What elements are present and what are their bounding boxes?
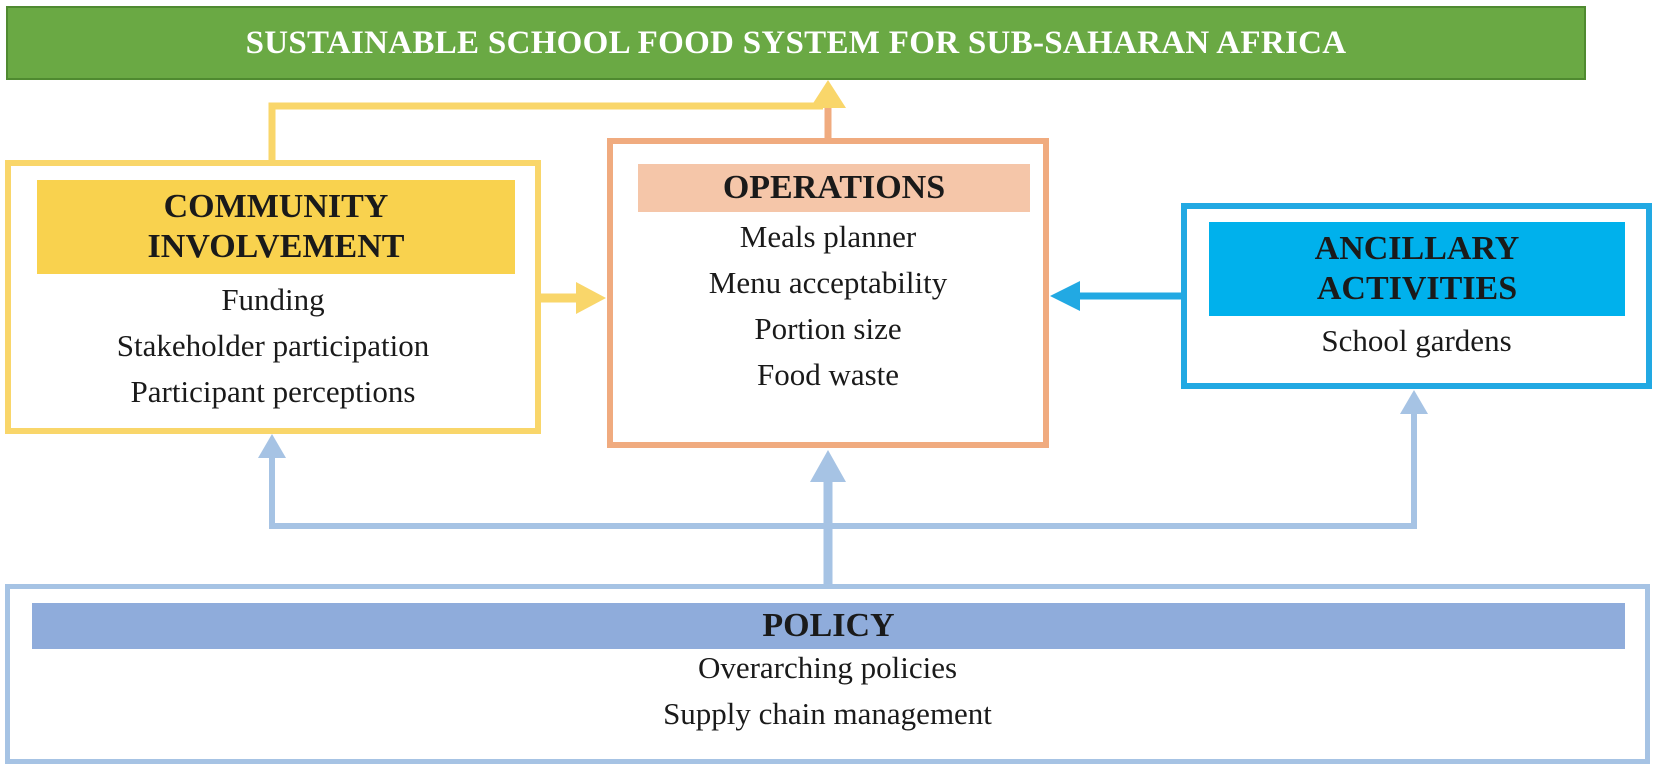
ancillary-heading-line1: ANCILLARY <box>1314 230 1520 267</box>
community-heading-line2: INVOLVEMENT <box>147 228 405 265</box>
arrow-head-policy-ancillary <box>1400 390 1428 414</box>
operations-item: Portion size <box>754 311 902 346</box>
policy-item: Overarching policies <box>697 650 958 685</box>
operations-item: Meals planner <box>739 219 917 254</box>
policy-box: POLICY Overarching policies Supply chain… <box>5 584 1650 764</box>
policy-items: Overarching policies Supply chain manage… <box>10 645 1645 737</box>
arrow-head-ancillary-operations <box>1050 281 1080 311</box>
community-item: Participant perceptions <box>130 374 416 409</box>
ancillary-item: School gardens <box>1321 323 1512 358</box>
title-banner: SUSTAINABLE SCHOOL FOOD SYSTEM FOR SUB-S… <box>6 6 1586 80</box>
community-item: Stakeholder participation <box>116 328 430 363</box>
ancillary-heading: ANCILLARY ACTIVITIES <box>1209 222 1625 316</box>
community-involvement-box: COMMUNITY INVOLVEMENT Funding Stakeholde… <box>5 160 541 434</box>
community-heading: COMMUNITY INVOLVEMENT <box>37 180 515 274</box>
ancillary-heading-line2: ACTIVITIES <box>1316 270 1518 307</box>
operations-heading: OPERATIONS <box>638 164 1030 212</box>
community-item: Funding <box>221 282 325 317</box>
community-heading-line1: COMMUNITY <box>163 188 389 225</box>
arrow-head-policy-community <box>258 434 286 458</box>
operations-box: OPERATIONS Meals planner Menu acceptabil… <box>607 138 1049 448</box>
policy-heading: POLICY <box>32 603 1625 649</box>
arrow-head-policy-operations <box>810 450 846 482</box>
policy-item: Supply chain management <box>663 696 992 731</box>
operations-item: Menu acceptability <box>708 265 948 300</box>
arrow-head-to-title <box>810 80 846 108</box>
ancillary-items: School gardens <box>1187 318 1646 364</box>
operations-items: Meals planner Menu acceptability Portion… <box>613 214 1043 398</box>
community-items: Funding Stakeholder participation Partic… <box>11 277 535 415</box>
arrow-community-to-title <box>268 102 823 160</box>
arrow-policy-branch <box>269 410 1417 529</box>
ancillary-activities-box: ANCILLARY ACTIVITIES School gardens <box>1181 203 1652 389</box>
operations-item: Food waste <box>756 357 900 392</box>
diagram-title: SUSTAINABLE SCHOOL FOOD SYSTEM FOR SUB-S… <box>245 24 1347 61</box>
arrow-head-community-operations <box>576 282 606 314</box>
